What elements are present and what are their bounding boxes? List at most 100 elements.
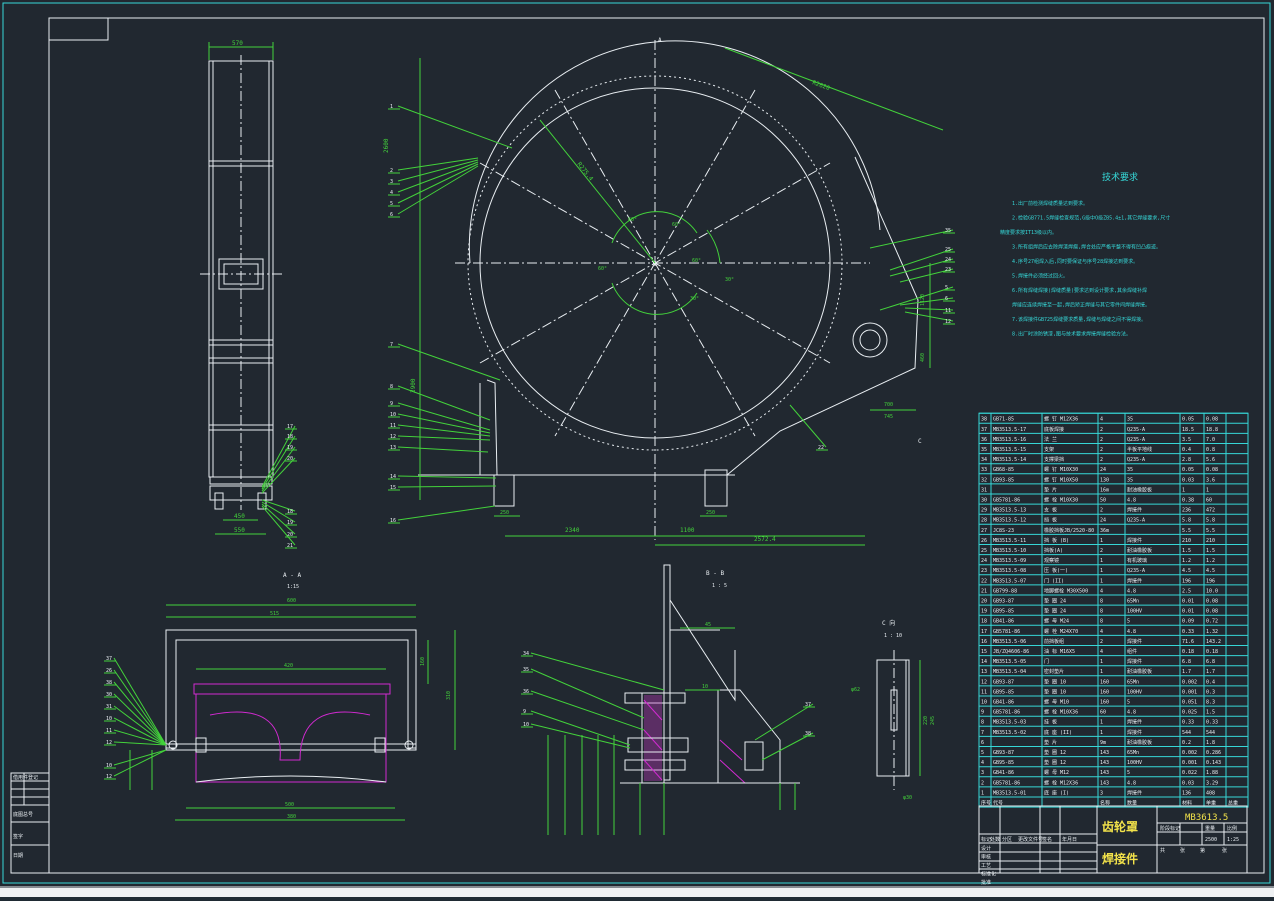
callout-number: 11 [106,728,112,734]
leader-line [397,446,489,453]
bom-cell: 0.72 [1206,619,1218,625]
stamp-2: 底图总号 [13,811,33,818]
bom-cell: 5.8 [1182,518,1191,524]
leader-line [397,385,491,421]
tech-req-line: 6.所有焊缝焊接(焊缝质量)要求达到设计要求,其余焊缝补焊 [1012,287,1147,294]
leader-line [397,424,491,437]
leader-line [261,505,296,546]
bom-cell: 0.4 [1182,447,1191,453]
bom-cell: 408 [1206,790,1215,796]
bom-cell: 门 (II) [1044,577,1064,584]
callout-number: 14 [390,474,396,480]
tb-role: 设计 [981,845,991,852]
view-c: C [918,438,922,445]
callout-number: 19 [287,520,293,526]
tb-scale-value: 1:25 [1227,837,1239,843]
bom-cell: 支撑梁挡 [1044,456,1064,463]
bom-cell: 0.002 [1182,679,1197,685]
callout-number: 26 [106,668,112,674]
bom-cell: GB93-87 [993,599,1014,605]
tech-req-line: 焊缝应连续焊接至一起,焊后矫正焊缝与其它零件间焊缝焊接。 [1012,302,1150,309]
bom-cell: 耐油橡胶板 [1127,547,1152,554]
bom-cell: 耐油橡胶板 [1127,739,1152,746]
callout-number: 37 [106,656,112,662]
bom-cell: 螺 钉 M12X36 [1044,416,1078,423]
dim-radius: R275.4 [575,161,594,183]
dim-aa-w1: 420 [284,663,293,669]
tb-sheet-2: 张 [1180,847,1185,854]
bom-cell: MB3513.5-11 [993,538,1026,544]
bom-cell: 1.88 [1206,770,1218,776]
bom-cell: 1.8 [1206,740,1215,746]
bom-cell: 4.8 [1127,498,1136,504]
bom-header: 数量 [1127,800,1137,807]
bom-cell: 8 [1100,619,1103,625]
bom-cell: 3.5 [1182,437,1191,443]
bom-cell: 底板焊接 [1044,426,1064,433]
bom-cell: 焊接件 [1127,658,1142,665]
callout-number: 37 [805,702,811,708]
bom-cell: 2 [1100,548,1103,554]
bom-cell: 挡 板 (B) [1044,537,1069,544]
bom-cell: 7 [981,730,984,736]
callout-number: 20 [287,532,293,538]
leader-line [397,163,479,204]
bom-cell: 3 [981,770,984,776]
callout-number: 10 [390,412,396,418]
tb-weight-value: 2500 [1205,837,1217,843]
bom-cell: 0.18 [1182,649,1194,655]
bom-cell: 9 [981,710,984,716]
bom-header: 代号 [993,800,1003,807]
bom-cell: MB3513.5-05 [993,659,1026,665]
bom-cell: 24 [1100,518,1106,524]
bottom-strip [0,888,1274,897]
bom-cell: 焊接件 [1127,638,1142,645]
bom-cell: GB41-86 [993,619,1014,625]
callout-number: 9 [390,401,393,407]
bom-cell: 28 [981,518,987,524]
bom-cell: 螺 母 M12 [1044,769,1069,776]
bom-cell: 4.8 [1127,588,1136,594]
callout-number: 4 [390,190,393,196]
bom-cell: 垫 片 [1044,739,1057,746]
bom-cell: 螺 钉 M10X50 [1044,476,1078,483]
bom-cell: MB3513.5-12 [993,518,1026,524]
callout-number: 10 [523,722,529,728]
bom-cell: Q235-A [1127,518,1145,524]
tech-requirements: 技术要求 1.出厂前检测焊缝质量达到要求。2.检验GB771.5焊缝检查规范,G… [1000,171,1170,338]
angle-1: 60° [628,217,637,223]
tb-header: 处数 [990,836,1000,843]
bom-cell: 1.5 [1206,710,1215,716]
stamp-3: 签字 [13,833,23,840]
dim-bb-w2: 10 [702,684,708,690]
bom-cell: MB3513.5-10 [993,548,1026,554]
bom-cell: GB95-85 [993,609,1014,615]
callout-number: 23 [945,267,951,273]
bom-cell: 36 [981,437,987,443]
callout-number: 19 [287,445,293,451]
leader-line [879,286,954,311]
leader-line [899,297,954,306]
bom-cell: 1.5 [1182,548,1191,554]
leader-line [397,475,497,479]
bom-cell: 5.5 [1206,528,1215,534]
bom-cell: 25 [981,548,987,554]
tech-req-line: 1.出厂前检测焊缝质量达到要求。 [1012,200,1088,207]
bom-cell: 0.2 [1182,740,1191,746]
bom-cell: 0.143 [1206,760,1221,766]
bom-cell: 半板平地线 [1127,446,1152,453]
bom-header: 总重 [1228,800,1238,807]
bom-cell: 1 [1100,720,1103,726]
bom-cell: 160 [1100,689,1109,695]
bom-cell: 门 [1044,658,1049,665]
bom-cell: 22 [981,578,987,584]
view-a-top: A [658,37,662,44]
bom-cell: Q235-A [1127,427,1145,433]
dim-left-b1: 450 [234,513,245,520]
dim-left-top: 570 [232,40,243,47]
bom-cell: 210 [1182,538,1191,544]
bom-cell: MB3513.5-02 [993,730,1026,736]
bom-cell: 0.18 [1206,649,1218,655]
bom-cell: Q235-A [1127,437,1145,443]
